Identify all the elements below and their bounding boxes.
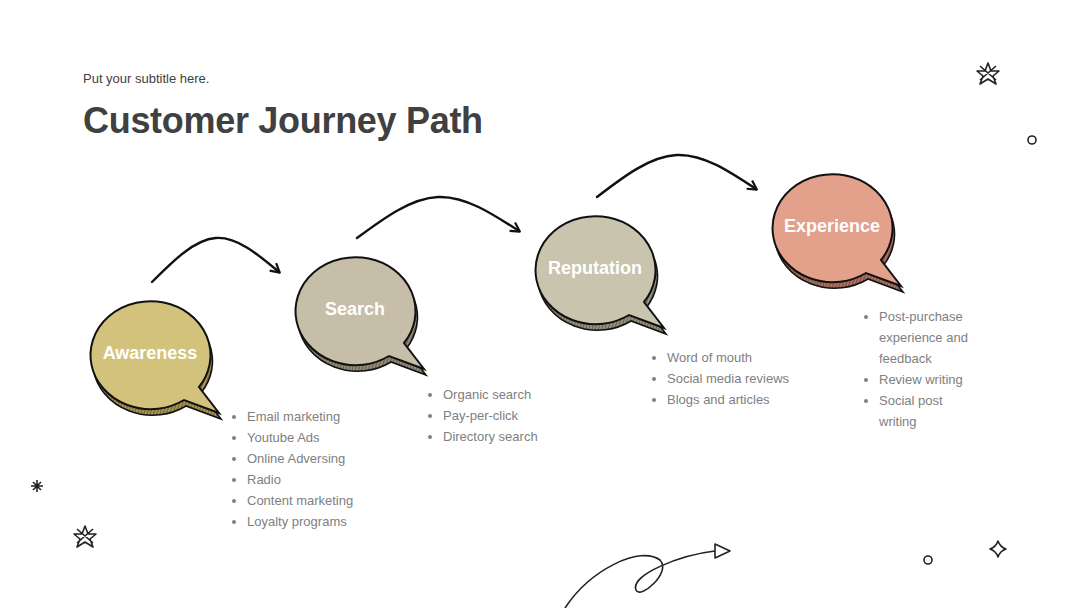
circle-doodle <box>1028 136 1036 144</box>
bullet-dot <box>232 520 236 524</box>
bullet-item-row: Word of mouth <box>652 347 812 368</box>
speech-bubble: Awareness <box>88 300 226 422</box>
bullet-item: Loyalty programs <box>247 514 347 529</box>
bullet-item-row: Blogs and articles <box>652 389 812 410</box>
bullet-dot <box>652 356 656 360</box>
bullet-item-row: Organic search <box>428 384 558 405</box>
speech-bubble: Reputation <box>533 215 671 337</box>
bullet-item-row: Review writing <box>864 369 976 390</box>
bullet-list: Email marketingYoutube AdsOnline Adversi… <box>232 406 372 532</box>
bullet-item: Radio <box>247 472 281 487</box>
bullet-dot <box>864 399 868 403</box>
bullet-item-row: Social media reviews <box>652 368 812 389</box>
star-doodle <box>74 526 96 547</box>
bullet-item: Organic search <box>443 387 531 402</box>
bullet-dot <box>428 414 432 418</box>
bullet-item-row: Email marketing <box>232 406 372 427</box>
bullet-dot <box>232 436 236 440</box>
bullet-dot <box>232 499 236 503</box>
bullet-item: Email marketing <box>247 409 340 424</box>
stage-name: Awareness <box>90 342 210 364</box>
bullet-item: Content marketing <box>247 493 353 508</box>
bubble-body <box>536 216 664 328</box>
bullet-item: Social post writing <box>879 393 943 429</box>
star-doodle <box>977 63 999 84</box>
bullet-dot <box>232 457 236 461</box>
bullet-dot <box>652 398 656 402</box>
bullet-list: Post-purchase experience and feedbackRev… <box>864 306 976 432</box>
bullet-item: Word of mouth <box>667 350 752 365</box>
bullet-list: Organic searchPay-per-clickDirectory sea… <box>428 384 558 447</box>
bubble-body <box>296 257 424 369</box>
speech-bubble: Experience <box>770 173 908 295</box>
bullet-dot <box>652 377 656 381</box>
bullet-item: Directory search <box>443 429 538 444</box>
circle-doodle <box>924 556 932 564</box>
bubble-body <box>773 174 901 286</box>
bullet-item-row: Directory search <box>428 426 558 447</box>
bullet-item: Youtube Ads <box>247 430 320 445</box>
bullet-item-row: Content marketing <box>232 490 372 511</box>
bullet-item: Blogs and articles <box>667 392 770 407</box>
asterisk-doodle <box>31 480 43 492</box>
squiggle-arrow <box>565 551 715 608</box>
curved-arrow <box>152 238 279 282</box>
curved-arrow <box>357 197 519 238</box>
bullet-item-row: Post-purchase experience and feedback <box>864 306 976 369</box>
bullet-item-row: Loyalty programs <box>232 511 372 532</box>
bullet-item: Review writing <box>879 372 963 387</box>
bullet-list: Word of mouthSocial media reviewsBlogs a… <box>652 347 812 410</box>
sparkle-doodle <box>990 541 1006 557</box>
subtitle: Put your subtitle here. <box>83 71 209 86</box>
stage-name: Search <box>295 298 415 320</box>
bullet-dot <box>428 435 432 439</box>
bullet-dot <box>428 393 432 397</box>
bullet-item: Pay-per-click <box>443 408 518 423</box>
stage-name: Experience <box>772 215 892 237</box>
bullet-dot <box>864 315 868 319</box>
squiggle-arrow-head <box>715 544 730 558</box>
bullet-item-row: Youtube Ads <box>232 427 372 448</box>
title: Customer Journey Path <box>83 100 483 142</box>
bubble-body <box>91 301 219 413</box>
bullet-dot <box>232 478 236 482</box>
bullet-dot <box>864 378 868 382</box>
bullet-item-row: Pay-per-click <box>428 405 558 426</box>
curved-arrow <box>597 155 756 197</box>
speech-bubble: Search <box>293 256 431 378</box>
bullet-dot <box>232 415 236 419</box>
stage-name: Reputation <box>535 257 655 279</box>
bullet-item-row: Online Adversing <box>232 448 372 469</box>
bullet-item-row: Social post writing <box>864 390 976 432</box>
bullet-item: Post-purchase experience and feedback <box>879 309 968 366</box>
bullet-item: Online Adversing <box>247 451 345 466</box>
bullet-item: Social media reviews <box>667 371 789 386</box>
bullet-item-row: Radio <box>232 469 372 490</box>
